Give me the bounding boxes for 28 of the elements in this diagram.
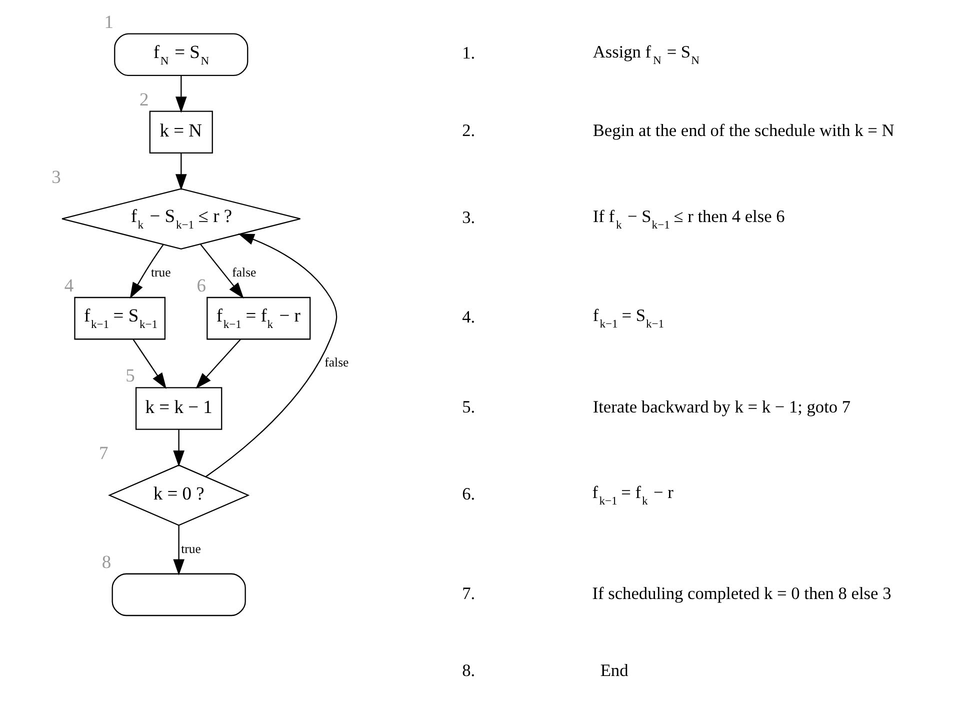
label: 8. — [462, 661, 476, 680]
label: 4. — [462, 307, 476, 326]
node-label: 5 — [126, 366, 135, 387]
label: End — [600, 661, 628, 680]
label: Iterate backward by k = k − 1; goto 7 — [592, 398, 851, 417]
label: If scheduling completed k = 0 then 8 else 3 — [592, 584, 892, 603]
node-label: 6 — [196, 276, 206, 296]
label: 6. — [462, 484, 476, 504]
edge-label: false — [324, 356, 349, 370]
label: Begin at the end of the schedule with k = N — [592, 121, 894, 140]
label: f$_{k−1}$ = S$_{k−1}$ — [592, 306, 664, 331]
node-label: 4 — [64, 276, 74, 296]
label: 3. — [462, 208, 476, 227]
edge-label: false — [232, 265, 256, 280]
label: 1. — [462, 44, 476, 63]
node-label: 7 — [99, 444, 108, 464]
label: 5. — [462, 398, 476, 417]
label: 7. — [462, 584, 476, 603]
node-label: 3 — [52, 168, 61, 188]
node-label: 8 — [102, 552, 112, 573]
label: f$_{k−1}$ = f$_{k}$ − r — [592, 483, 674, 508]
label: Assign f$_{N}$ = S$_{N}$ — [592, 42, 700, 68]
label: If f$_{k}$ − S$_{k−1}$ ≤ r then 4 else 6 — [592, 206, 785, 232]
edge-label: true — [181, 542, 201, 556]
node-label: 1 — [104, 12, 114, 33]
label: 2. — [462, 121, 476, 140]
edge-label: true — [151, 265, 171, 280]
node-label: 2 — [140, 90, 149, 110]
